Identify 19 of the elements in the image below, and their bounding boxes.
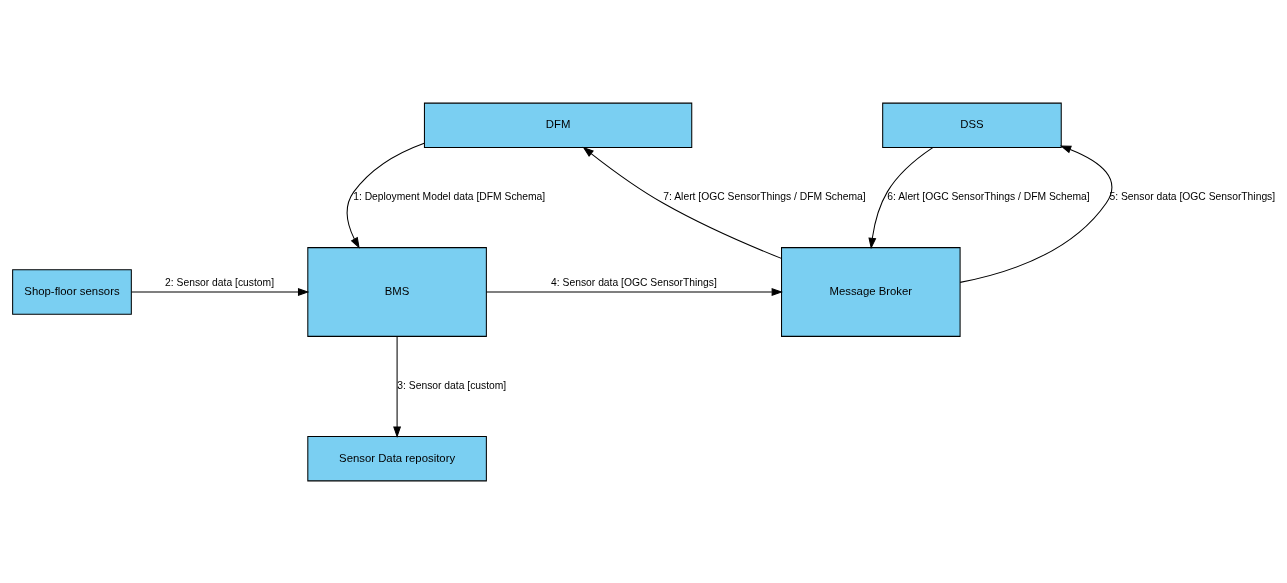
arrow	[346, 142, 425, 249]
arrow	[959, 145, 1113, 283]
node-box: DFM	[423, 102, 693, 148]
arrow	[485, 287, 783, 296]
edge-label: 2: Sensor data [custom]	[165, 276, 275, 288]
edge-label: 7: Alert [OGC SensorThings / DFM Schema]	[663, 190, 866, 202]
edge-label: 5: Sensor data [OGC SensorThings]	[1109, 190, 1276, 202]
node-box: DSS	[882, 102, 1062, 148]
node-box: BMS	[307, 246, 487, 337]
edge-label: 1: Deployment Model data [DFM Schema]	[353, 190, 546, 202]
arrow	[393, 335, 402, 438]
edge-label: 6: Alert [OGC SensorThings / DFM Schema]	[887, 190, 1090, 202]
node-box: Message Broker	[781, 246, 961, 337]
arrow	[868, 146, 934, 249]
node-box: Shop-floor sensors	[12, 268, 132, 315]
arrow	[582, 146, 782, 259]
edge-label: 4: Sensor data [OGC SensorThings]	[551, 276, 717, 288]
node-box: Sensor Data repository	[307, 435, 487, 481]
arrow	[131, 287, 310, 296]
